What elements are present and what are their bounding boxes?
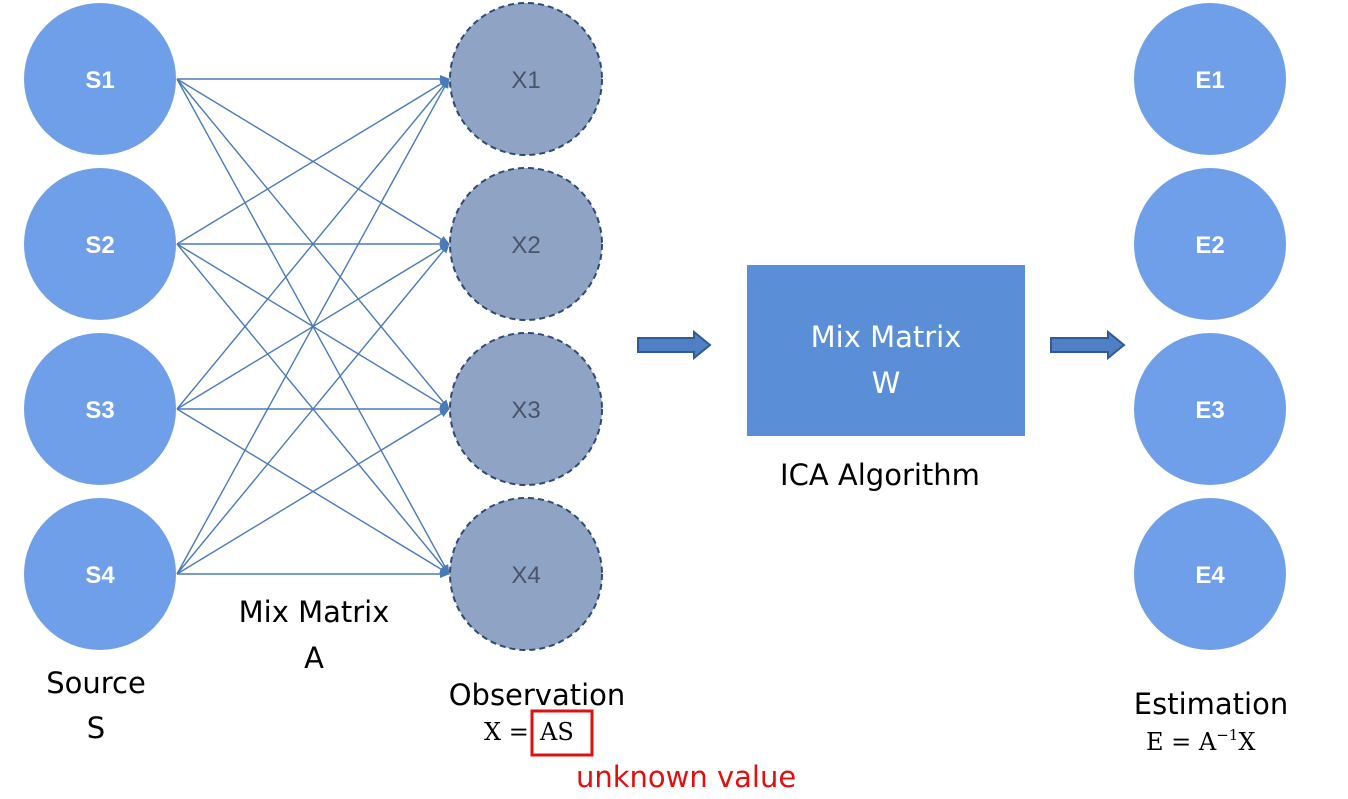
estimate-node-label: E3 <box>1195 397 1224 424</box>
estimate-node-e2: E2 <box>1134 168 1286 320</box>
flow-arrow-to-estimation <box>1050 329 1126 361</box>
unknown-highlight-box <box>530 709 594 757</box>
source-node-circle <box>24 333 176 485</box>
observation-node-circle <box>449 2 603 156</box>
ica-box-matrix-symbol: W <box>872 366 901 400</box>
ica-box-title: Mix Matrix <box>811 320 962 354</box>
mix-matrix-a-symbol: A <box>304 641 324 675</box>
source-node-s2: S2 <box>24 168 176 320</box>
mix-edge-s4-x3 <box>176 408 450 575</box>
ica-matrix-box: Mix Matrix W <box>747 265 1025 436</box>
estimate-node-circle <box>1134 333 1286 485</box>
source-symbol: S <box>87 711 105 745</box>
estimate-node-e3: E3 <box>1134 333 1286 485</box>
estimation-formula-lhs: E = A <box>1146 728 1217 756</box>
source-node-label: S1 <box>85 67 114 94</box>
observation-node-x1: X1 <box>449 2 603 156</box>
unknown-value-note: unknown value <box>576 760 796 794</box>
flow-arrow-to-algorithm <box>637 329 712 361</box>
estimation-formula: E = A−1X <box>1146 726 1255 756</box>
observation-node-x2: X2 <box>449 167 603 321</box>
mix-matrix-a-label: Mix Matrix <box>239 595 390 629</box>
ica-box-rect <box>747 265 1025 436</box>
mix-edge-s3-x1 <box>176 78 450 410</box>
estimate-node-label: E2 <box>1195 232 1224 259</box>
observation-node-x4: X4 <box>449 497 603 651</box>
estimate-node-circle <box>1134 498 1286 650</box>
observation-node-label: X4 <box>511 562 540 589</box>
observation-node-circle <box>449 332 603 486</box>
estimate-nodes: E1 E2 E3 E4 <box>1134 3 1286 650</box>
source-node-circle <box>24 168 176 320</box>
estimate-node-circle <box>1134 3 1286 155</box>
source-nodes: S1 S2 S3 S4 <box>24 3 176 650</box>
source-node-s4: S4 <box>24 498 176 650</box>
source-node-circle <box>24 3 176 155</box>
estimate-node-circle <box>1134 168 1286 320</box>
mix-edge-s2-x1 <box>176 78 450 245</box>
observation-nodes: X1 X2 X3 X4 <box>449 2 603 651</box>
observation-node-circle <box>449 497 603 651</box>
algorithm-caption: ICA Algorithm <box>780 458 980 492</box>
estimate-node-e1: E1 <box>1134 3 1286 155</box>
source-node-label: S3 <box>85 397 114 424</box>
observation-node-label: X1 <box>511 67 540 94</box>
estimation-caption: Estimation <box>1134 687 1288 721</box>
source-node-s3: S3 <box>24 333 176 485</box>
source-node-s1: S1 <box>24 3 176 155</box>
estimate-node-label: E1 <box>1195 67 1224 94</box>
observation-caption: Observation <box>449 678 626 712</box>
observation-formula-rhs: AS <box>539 718 574 746</box>
estimation-formula-exponent: −1 <box>1216 726 1238 744</box>
observation-node-circle <box>449 167 603 321</box>
mix-edge-s4-x2 <box>176 243 450 575</box>
estimate-node-label: E4 <box>1195 562 1225 589</box>
source-node-label: S4 <box>85 562 115 589</box>
source-node-circle <box>24 498 176 650</box>
source-node-label: S2 <box>85 232 114 259</box>
observation-node-x3: X3 <box>449 332 603 486</box>
estimation-formula-rhs: X <box>1238 728 1255 756</box>
observation-formula-lhs: X = <box>484 718 529 746</box>
observation-node-label: X2 <box>511 232 540 259</box>
source-caption: Source <box>46 666 146 700</box>
observation-node-label: X3 <box>511 397 540 424</box>
estimate-node-e4: E4 <box>1134 498 1286 650</box>
mix-edge-s4-x1 <box>176 78 450 575</box>
mixing-connections <box>176 75 450 578</box>
